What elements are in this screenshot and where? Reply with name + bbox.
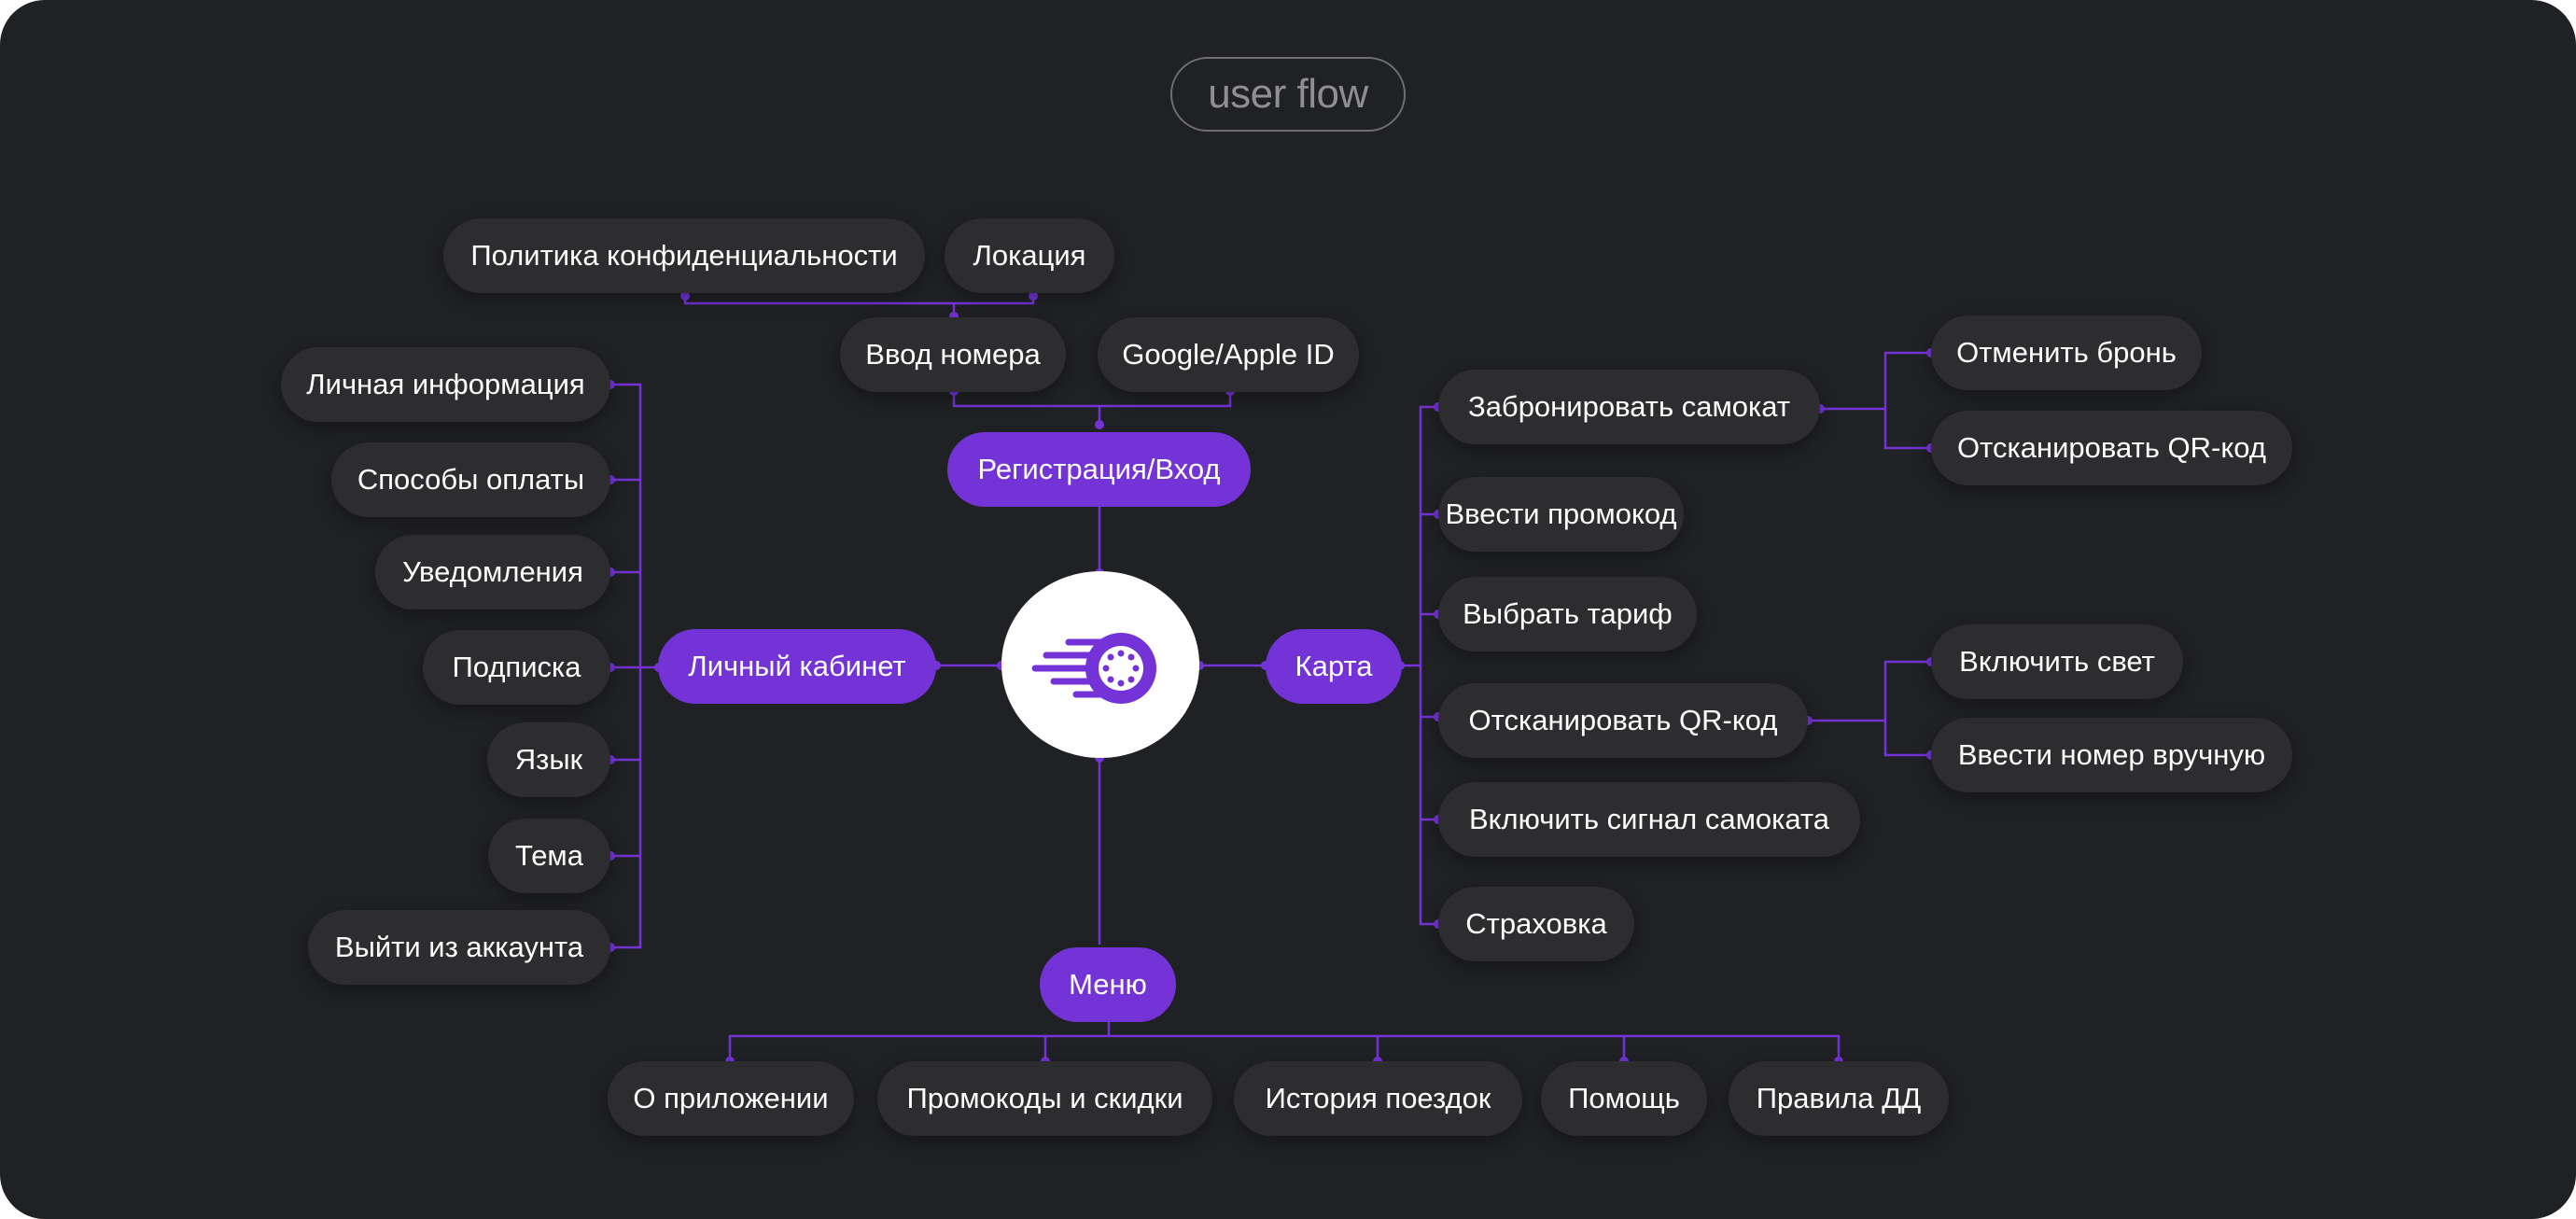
account-item[interactable]: Язык [487, 722, 610, 797]
hub-account[interactable]: Личный кабинет [658, 629, 936, 704]
hub-menu[interactable]: Меню [1040, 947, 1176, 1022]
menu-item[interactable]: Правила ДД [1729, 1061, 1949, 1136]
account-item[interactable]: Подписка [423, 630, 610, 705]
node-privacy-policy[interactable]: Политика конфиденциальности [443, 218, 925, 293]
map-item[interactable]: Отсканировать QR-код [1438, 683, 1808, 758]
map-item[interactable]: Выбрать тариф [1438, 577, 1697, 652]
menu-item[interactable]: История поездок [1234, 1061, 1522, 1136]
map-item[interactable]: Страховка [1438, 887, 1634, 961]
menu-item[interactable]: Промокоды и скидки [877, 1061, 1212, 1136]
hub-registration[interactable]: Регистрация/Вход [947, 432, 1251, 507]
account-item[interactable]: Уведомления [375, 535, 610, 610]
map-item[interactable]: Забронировать самокат [1438, 370, 1820, 444]
map-item[interactable]: Ввести промокод [1438, 477, 1684, 552]
hub-map[interactable]: Карта [1266, 629, 1402, 704]
account-item[interactable]: Тема [488, 819, 610, 893]
diagram-title: user flow [1170, 57, 1406, 132]
scan-subitem[interactable]: Включить свет [1931, 624, 2183, 699]
menu-item[interactable]: О приложении [608, 1061, 854, 1136]
scan-subitem[interactable]: Ввести номер вручную [1931, 718, 2292, 792]
booking-subitem[interactable]: Отсканировать QR-код [1931, 411, 2292, 485]
account-item[interactable]: Выйти из аккаунта [308, 910, 610, 985]
node-phone-input[interactable]: Ввод номера [840, 317, 1066, 392]
menu-item[interactable]: Помощь [1541, 1061, 1707, 1136]
app-logo [1001, 571, 1199, 758]
booking-subitem[interactable]: Отменить бронь [1931, 315, 2202, 390]
map-item[interactable]: Включить сигнал самоката [1438, 782, 1860, 857]
node-google-apple-id[interactable]: Google/Apple ID [1098, 317, 1359, 392]
account-item[interactable]: Способы оплаты [331, 442, 610, 517]
account-item[interactable]: Личная информация [281, 347, 610, 422]
node-location[interactable]: Локация [945, 218, 1114, 293]
scooter-wheel-icon [1031, 633, 1156, 704]
